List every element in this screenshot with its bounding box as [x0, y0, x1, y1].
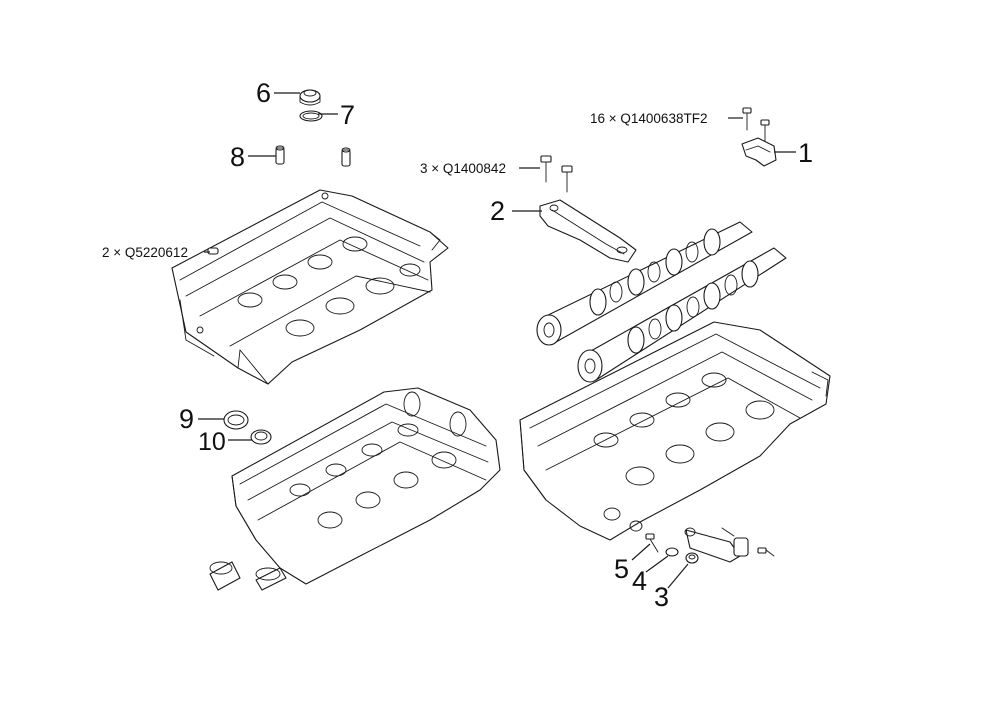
plug [299, 89, 321, 106]
oil-control-valve [684, 527, 749, 563]
bolt-5 [645, 533, 659, 553]
camshaft-seal [223, 410, 249, 430]
valve-lifters [275, 145, 351, 167]
callout-6: 6 [256, 78, 271, 108]
camshaft-bearing-cap [741, 137, 777, 167]
callout-2: 2 [490, 196, 505, 226]
callout-3: 3 [654, 582, 669, 612]
note-pin-2: 2 × Q5220612 [102, 245, 188, 260]
callout-4: 4 [632, 566, 647, 596]
callout-9: 9 [179, 404, 194, 434]
end-plug [250, 429, 272, 445]
fastener-notes: 16 × Q1400638TF2 3 × Q1400842 2 × Q52206… [102, 111, 707, 260]
cylinder-head-lower-left [231, 387, 501, 585]
leader-lines [198, 92, 796, 589]
callout-labels: 1 2 3 4 5 6 7 8 9 10 [179, 78, 813, 612]
plug-3 [685, 552, 699, 564]
note-bolt-16: 16 × Q1400638TF2 [590, 111, 707, 126]
cap-bolts [742, 107, 770, 143]
callout-5: 5 [614, 554, 629, 584]
callout-1: 1 [798, 138, 813, 168]
gasket-4 [665, 547, 679, 557]
camshafts [536, 221, 787, 383]
callout-7: 7 [340, 100, 355, 130]
sleeves [209, 561, 287, 591]
bridge-bolts [540, 155, 573, 193]
o-ring-upper [299, 110, 323, 122]
cylinder-head-upper-left [171, 189, 449, 385]
note-bolt-3: 3 × Q1400842 [420, 161, 506, 176]
valve-bolt [757, 547, 775, 557]
camshaft-bearing-bridge [539, 199, 637, 263]
callout-10: 10 [198, 428, 226, 456]
dowel-pin [207, 247, 219, 255]
callout-8: 8 [230, 142, 245, 172]
cylinder-head-right [519, 321, 831, 541]
